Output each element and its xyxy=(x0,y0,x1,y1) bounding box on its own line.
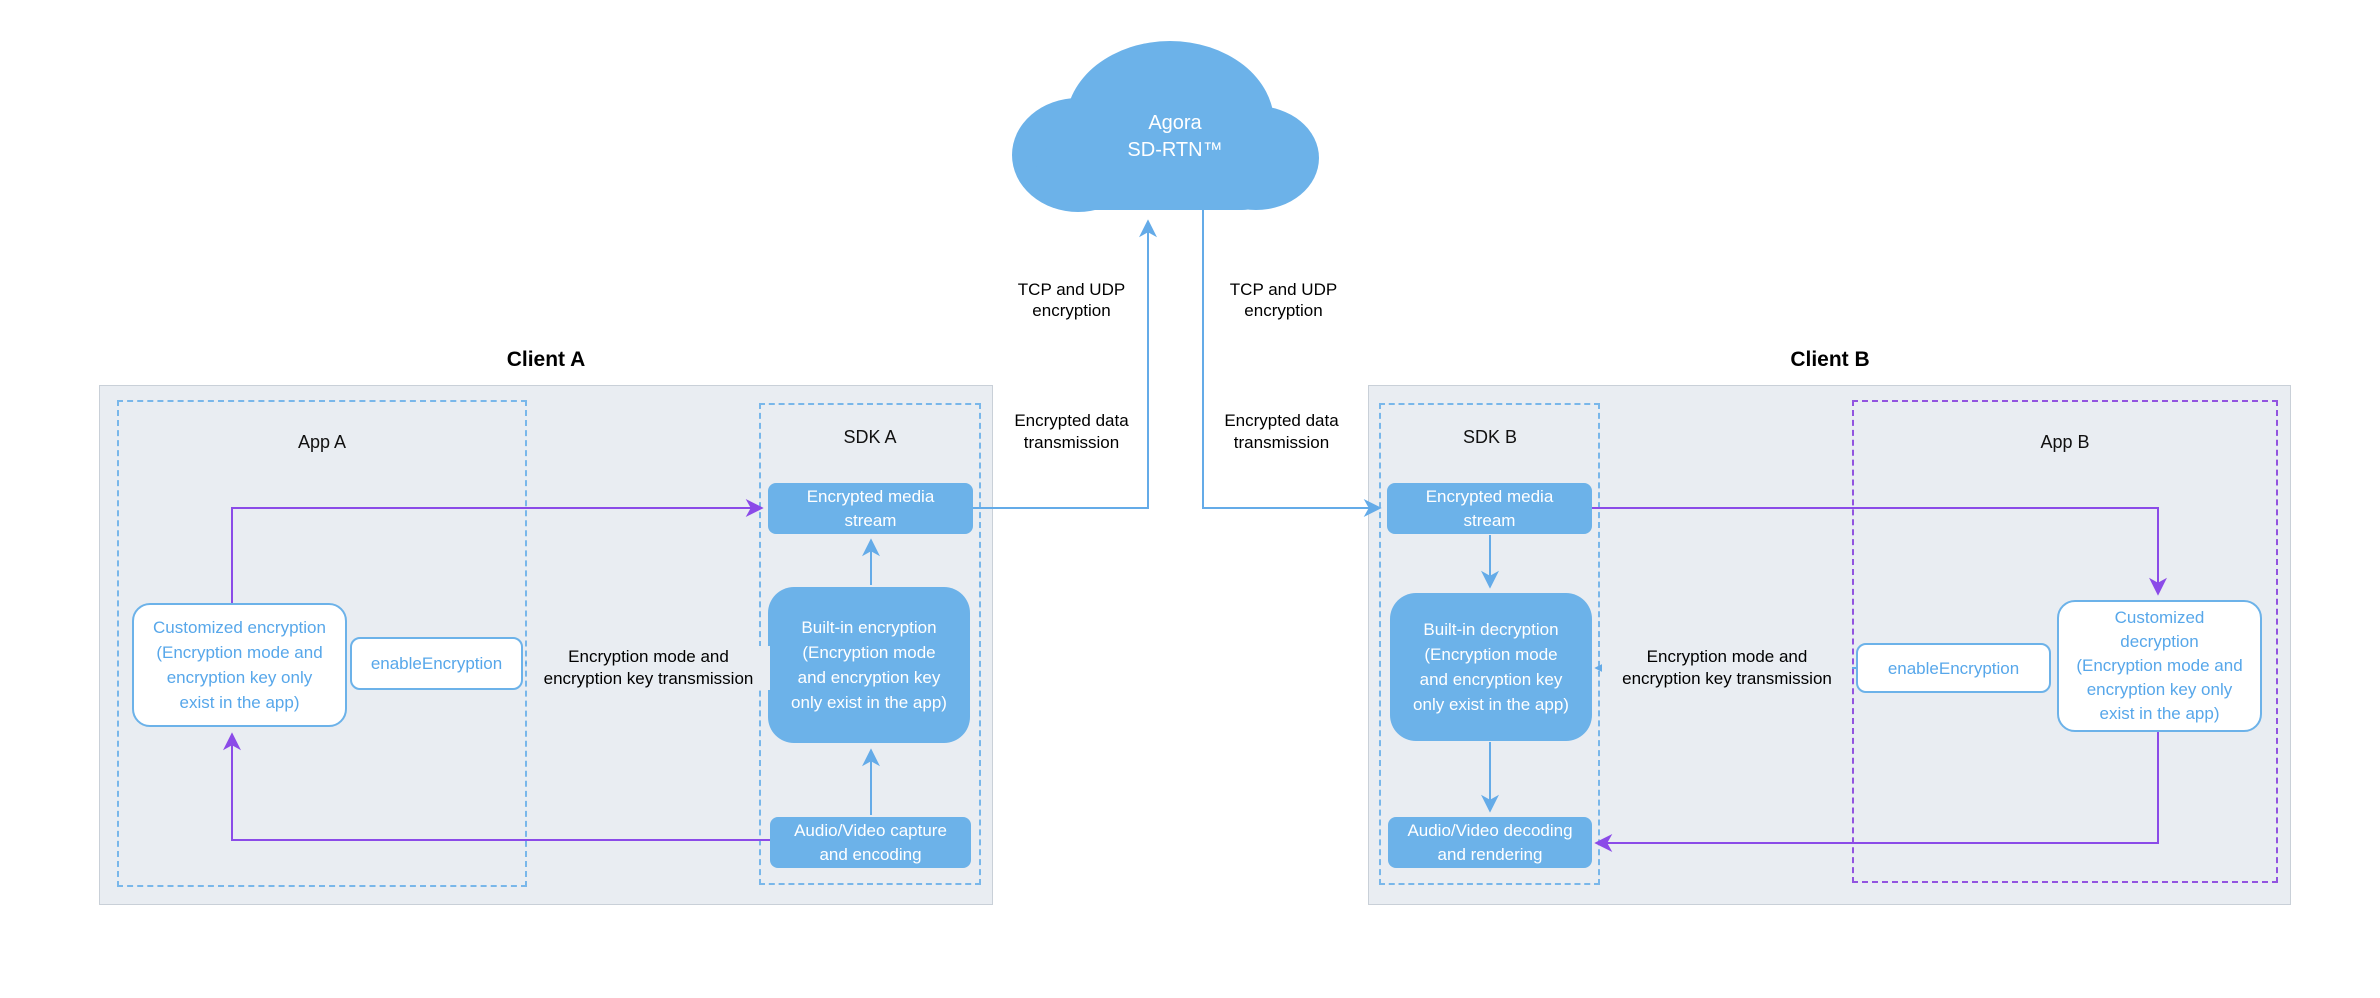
customized-encryption-box: Customized encryption (Encryption mode a… xyxy=(132,603,347,727)
app-b-label: App B xyxy=(2040,432,2090,452)
connector-media-b-to-customized-decryption xyxy=(1592,507,2167,596)
client-b-title: Client B xyxy=(1790,348,1870,371)
tcp-udp-label-left: TCP and UDP encryption xyxy=(1017,280,1126,320)
connector-cloud-to-sdkb xyxy=(1202,210,1382,517)
client-a-title: Client A xyxy=(506,348,586,371)
connector-customized-encryption-to-media xyxy=(231,499,764,603)
audio-video-decoding-box: Audio/Video decoding and rendering xyxy=(1388,817,1592,868)
encrypted-data-label-left: Encrypted data transmission xyxy=(1014,411,1129,452)
tcp-udp-label-right: TCP and UDP encryption xyxy=(1229,280,1338,320)
app-b-container xyxy=(1852,400,2278,883)
app-a-label: App A xyxy=(297,432,347,452)
encrypted-media-stream-a-box: Encrypted media stream xyxy=(768,483,973,534)
agora-cloud xyxy=(1012,41,1319,212)
sdk-b-container xyxy=(1379,403,1600,885)
sdk-a-label: SDK A xyxy=(843,427,897,447)
built-in-decryption-box: Built-in decryption (Encryption mode and… xyxy=(1390,593,1592,741)
key-transmission-label-b: Encryption mode and encryption key trans… xyxy=(1602,646,1852,690)
built-in-encryption-box: Built-in encryption (Encryption mode and… xyxy=(768,587,970,743)
audio-video-capture-box: Audio/Video capture and encoding xyxy=(770,817,971,868)
app-a-container xyxy=(117,400,527,887)
connector-capture-to-customized-encryption xyxy=(223,732,770,841)
cloud-label: Agora SD-RTN™ xyxy=(1127,112,1223,161)
connector-customized-decryption-to-decoding xyxy=(1594,732,2159,852)
sdk-a-container xyxy=(759,403,981,885)
key-transmission-label-a: Encryption mode and encryption key trans… xyxy=(527,646,770,690)
customized-decryption-box: Customized decryption (Encryption mode a… xyxy=(2057,600,2262,732)
connector-sdka-to-cloud xyxy=(973,219,1157,509)
enable-encryption-b-box: enableEncryption xyxy=(1856,643,2051,693)
encrypted-media-stream-b-box: Encrypted media stream xyxy=(1387,483,1592,534)
enable-encryption-a-box: enableEncryption xyxy=(350,637,523,690)
encrypted-data-label-right: Encrypted data transmission xyxy=(1224,411,1339,452)
sdk-b-label: SDK B xyxy=(1462,427,1518,447)
